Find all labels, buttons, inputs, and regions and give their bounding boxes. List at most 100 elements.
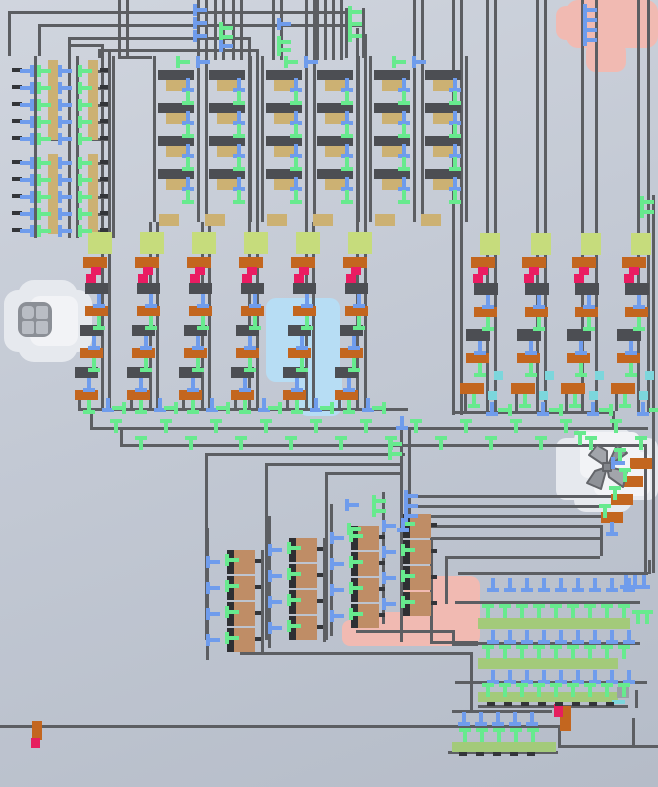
green-inserter-icon[interactable] bbox=[78, 65, 92, 77]
left-production-stack-line[interactable] bbox=[78, 394, 81, 408]
blue-inserter-icon[interactable] bbox=[587, 402, 599, 416]
green-inserter-icon[interactable] bbox=[341, 91, 353, 105]
blue-inserter-icon[interactable] bbox=[58, 99, 72, 111]
right-production-stack[interactable] bbox=[478, 267, 488, 275]
left-production-stack[interactable] bbox=[241, 306, 264, 316]
furnace-unit[interactable] bbox=[382, 146, 404, 157]
blue-inserter-icon[interactable] bbox=[182, 177, 194, 191]
machine-box[interactable] bbox=[478, 618, 630, 629]
belt-line[interactable] bbox=[407, 495, 612, 498]
right-production-stack[interactable] bbox=[629, 267, 639, 275]
green-inserter-icon[interactable] bbox=[287, 594, 301, 606]
green-inserter-icon[interactable] bbox=[277, 44, 291, 56]
left-production-stack[interactable] bbox=[189, 306, 212, 316]
supply-ladder-row[interactable] bbox=[12, 160, 22, 164]
blue-inserter-icon[interactable] bbox=[249, 294, 261, 308]
right-production-stack[interactable] bbox=[466, 353, 489, 363]
green-inserter-icon[interactable] bbox=[341, 190, 353, 204]
assembler-machine[interactable] bbox=[351, 552, 358, 576]
furnace-unit[interactable] bbox=[374, 103, 410, 113]
blue-inserter-icon[interactable] bbox=[20, 65, 34, 77]
machine-box[interactable] bbox=[452, 742, 556, 752]
assembler-machine[interactable] bbox=[289, 616, 296, 640]
left-production-stack[interactable] bbox=[293, 306, 316, 316]
furnace-unit[interactable] bbox=[274, 113, 296, 124]
belt-line[interactable] bbox=[232, 0, 235, 60]
blue-inserter-icon[interactable] bbox=[58, 116, 72, 128]
belt-line[interactable] bbox=[240, 652, 470, 655]
furnace-unit[interactable] bbox=[425, 136, 461, 146]
blue-inserter-icon[interactable] bbox=[575, 341, 587, 355]
left-production-stack-line[interactable] bbox=[182, 394, 185, 408]
blue-inserter-icon[interactable] bbox=[533, 295, 545, 309]
green-inserter-icon[interactable] bbox=[449, 190, 461, 204]
machine-box[interactable] bbox=[48, 60, 58, 140]
furnace-unit[interactable] bbox=[274, 146, 296, 157]
assembler-machine[interactable] bbox=[403, 514, 410, 538]
left-production-stack[interactable] bbox=[127, 367, 150, 378]
green-inserter-icon[interactable] bbox=[341, 157, 353, 171]
left-production-stack[interactable] bbox=[294, 274, 304, 283]
belt-line[interactable] bbox=[120, 444, 646, 447]
belt-line[interactable] bbox=[68, 37, 248, 40]
belt-line[interactable] bbox=[421, 0, 424, 222]
blue-inserter-icon[interactable] bbox=[206, 582, 220, 594]
green-inserter-icon[interactable] bbox=[533, 683, 545, 697]
blue-inserter-icon[interactable] bbox=[362, 398, 374, 412]
green-inserter-icon[interactable] bbox=[633, 317, 645, 331]
blue-inserter-icon[interactable] bbox=[486, 402, 498, 416]
blue-inserter-icon[interactable] bbox=[197, 294, 209, 308]
belt-line[interactable] bbox=[478, 705, 628, 708]
support-foot[interactable] bbox=[521, 702, 529, 706]
blue-inserter-icon[interactable] bbox=[572, 630, 584, 644]
belt-line[interactable] bbox=[558, 745, 658, 748]
furnace-unit[interactable] bbox=[217, 113, 239, 124]
assembler-machine[interactable] bbox=[234, 550, 255, 574]
blue-inserter-icon[interactable] bbox=[290, 144, 302, 158]
supply-ladder-row[interactable] bbox=[12, 211, 22, 215]
furnace-unit[interactable] bbox=[266, 70, 302, 80]
right-production-stack-line[interactable] bbox=[615, 394, 618, 411]
belt-line[interactable] bbox=[455, 601, 640, 604]
belt-line[interactable] bbox=[382, 492, 385, 624]
green-inserter-icon[interactable] bbox=[459, 728, 471, 742]
assembler-machine[interactable] bbox=[296, 538, 317, 562]
green-inserter-icon[interactable] bbox=[583, 317, 595, 331]
green-inserter-icon[interactable] bbox=[398, 190, 410, 204]
belt-line[interactable] bbox=[635, 690, 638, 708]
green-inserter-icon[interactable] bbox=[78, 116, 92, 128]
blue-inserter-icon[interactable] bbox=[398, 111, 410, 125]
left-production-stack[interactable] bbox=[296, 232, 320, 254]
window-pane[interactable] bbox=[36, 321, 48, 334]
left-production-stack[interactable] bbox=[231, 390, 254, 400]
green-inserter-icon[interactable] bbox=[182, 91, 194, 105]
right-production-stack[interactable] bbox=[645, 371, 654, 380]
left-production-stack[interactable] bbox=[132, 325, 155, 336]
green-inserter-icon[interactable] bbox=[239, 400, 251, 414]
belt-line[interactable] bbox=[600, 525, 603, 556]
blue-inserter-icon[interactable] bbox=[330, 584, 344, 596]
blue-inserter-icon[interactable] bbox=[58, 208, 72, 220]
machine-box[interactable] bbox=[478, 692, 618, 702]
left-production-stack[interactable] bbox=[137, 283, 160, 294]
green-inserter-icon[interactable] bbox=[37, 225, 51, 237]
blue-inserter-icon[interactable] bbox=[583, 24, 597, 36]
right-production-stack[interactable] bbox=[529, 267, 539, 275]
green-inserter-icon[interactable] bbox=[549, 404, 563, 416]
blue-inserter-icon[interactable] bbox=[330, 558, 344, 570]
green-inserter-icon[interactable] bbox=[296, 358, 308, 372]
blue-inserter-icon[interactable] bbox=[182, 111, 194, 125]
blue-inserter-icon[interactable] bbox=[135, 378, 147, 392]
green-inserter-icon[interactable] bbox=[185, 436, 197, 450]
blue-inserter-icon[interactable] bbox=[404, 500, 418, 512]
green-inserter-icon[interactable] bbox=[640, 196, 654, 208]
green-inserter-icon[interactable] bbox=[640, 206, 654, 218]
assembler-machine[interactable] bbox=[379, 561, 385, 565]
green-inserter-icon[interactable] bbox=[401, 570, 415, 582]
blue-inserter-icon[interactable] bbox=[589, 670, 601, 684]
left-production-stack[interactable] bbox=[345, 283, 368, 294]
blue-inserter-icon[interactable] bbox=[290, 111, 302, 125]
blue-inserter-icon[interactable] bbox=[538, 670, 550, 684]
blue-inserter-icon[interactable] bbox=[193, 30, 207, 42]
green-inserter-icon[interactable] bbox=[349, 556, 363, 568]
